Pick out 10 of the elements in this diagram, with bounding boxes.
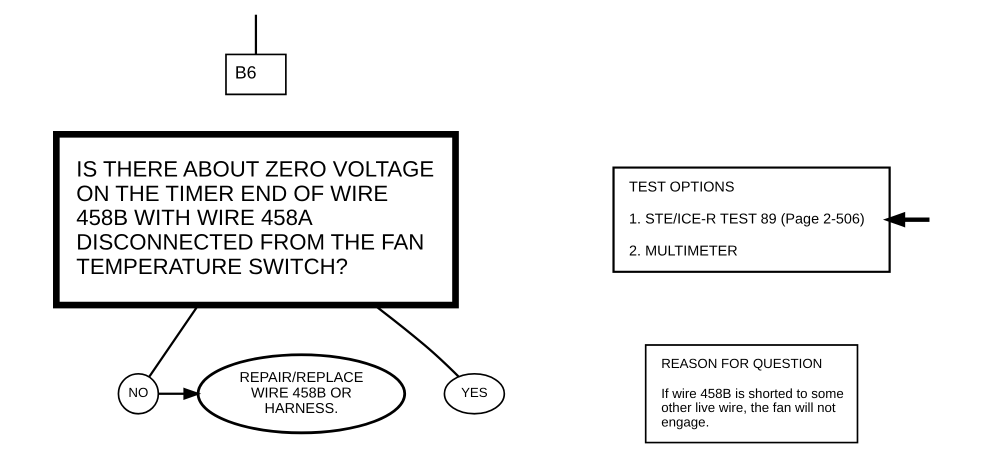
node-circle: NO: [118, 372, 160, 414]
node-ellipse: YES: [444, 372, 506, 414]
node-box: REASON FOR QUESTION If wire 458B is shorted to some other live wire, the fan will not engage.: [644, 344, 858, 443]
node-box: B6: [225, 53, 287, 95]
node-box: TEST OPTIONS 1. STE/ICE-R TEST 89 (Page 2-506) 2. MULTIMETER: [612, 166, 891, 272]
connector: [254, 14, 258, 54]
arrow: [882, 211, 930, 227]
arrow: [158, 387, 202, 400]
node-ellipse: REPAIR/REPLACE WIRE 458B OR HARNESS.: [196, 352, 406, 434]
node-box: IS THERE ABOUT ZERO VOLTAGE ON THE TIMER END OF WIRE 458B WITH WIRE 458A DISCONNECTED FROM THE FAN TEMPERATURE SWITCH?: [53, 130, 459, 308]
